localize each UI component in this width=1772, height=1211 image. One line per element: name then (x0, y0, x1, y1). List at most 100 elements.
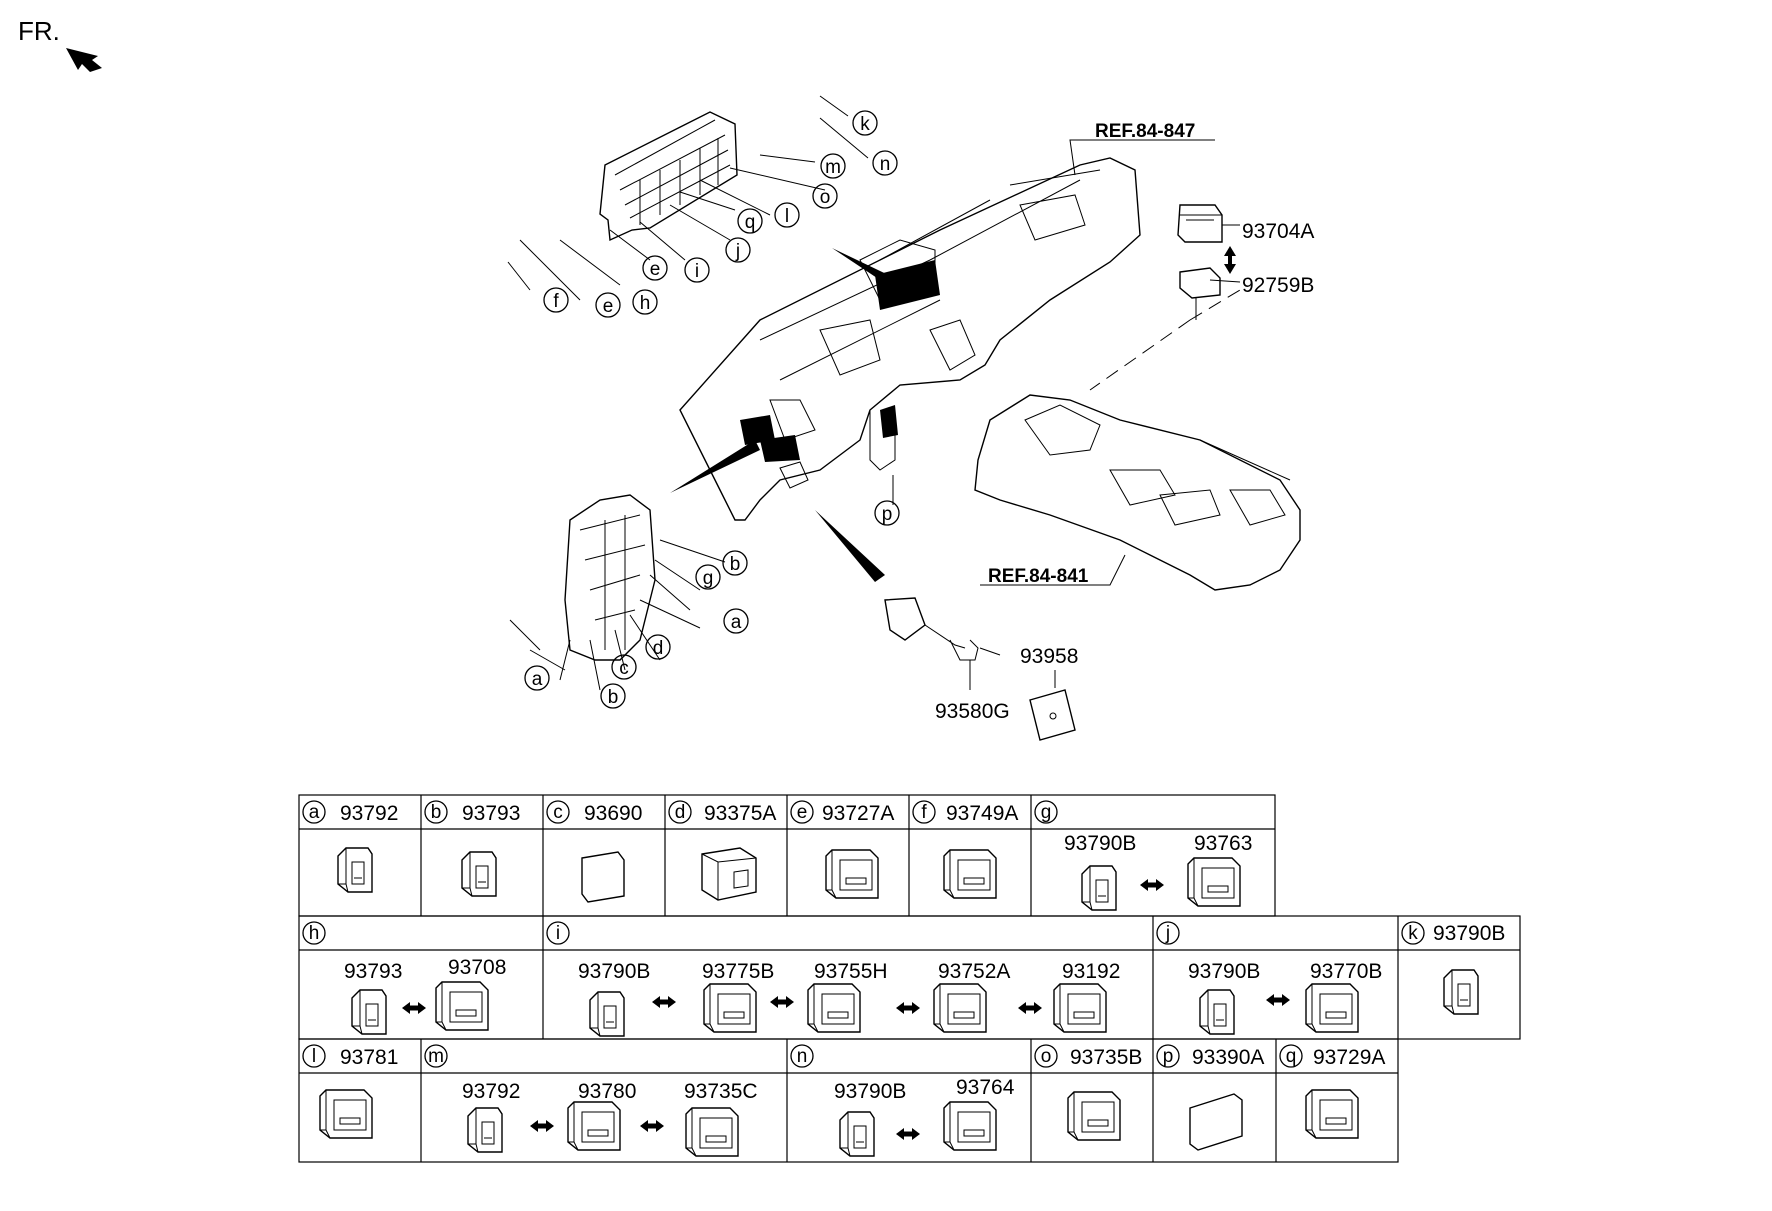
svg-text:j: j (1165, 923, 1170, 944)
svg-text:93790B: 93790B (578, 960, 650, 983)
table-cell-d: d 93375A (668, 800, 776, 901)
svg-text:b: b (730, 554, 741, 575)
svg-text:k: k (860, 114, 870, 135)
svg-text:93790B: 93790B (834, 1080, 906, 1103)
svg-text:h: h (640, 293, 651, 314)
switch-icon (467, 1107, 503, 1153)
svg-text:q: q (745, 212, 756, 233)
switch-icon (435, 981, 489, 1031)
switch-icon (1081, 865, 1117, 911)
table-cell-f: f 93749A (912, 800, 1018, 899)
svg-text:93780: 93780 (578, 1080, 636, 1103)
svg-text:i: i (556, 923, 560, 944)
svg-text:n: n (797, 1046, 808, 1067)
svg-text:o: o (820, 187, 831, 208)
table-cell-j: j 93790B 93770B (1156, 921, 1382, 1035)
switch-icon (943, 1101, 997, 1151)
svg-text:93781: 93781 (340, 1046, 398, 1069)
swap-arrow-icon (896, 1128, 920, 1140)
swap-arrow-icon (402, 1002, 426, 1014)
svg-text:e: e (603, 296, 614, 317)
svg-text:c: c (553, 802, 563, 823)
switch-icon (807, 983, 861, 1033)
svg-text:93735C: 93735C (684, 1080, 758, 1103)
svg-text:93729A: 93729A (1313, 1046, 1385, 1069)
callouts-top: k n m o l q j i e h e f (543, 110, 898, 318)
swap-arrow-icon (1224, 246, 1236, 274)
svg-text:c: c (619, 658, 629, 679)
svg-text:m: m (825, 157, 841, 178)
cover-icon (1189, 1093, 1243, 1151)
svg-text:93792: 93792 (340, 802, 398, 825)
svg-text:p: p (882, 504, 893, 525)
svg-text:q: q (1286, 1046, 1297, 1067)
svg-text:b: b (608, 687, 619, 708)
switch-93704A-illustration (1177, 204, 1240, 243)
svg-text:93793: 93793 (462, 802, 520, 825)
switch-icon (685, 1107, 739, 1157)
svg-text:i: i (695, 261, 699, 282)
switch-icon (1305, 1089, 1359, 1139)
svg-text:93390A: 93390A (1192, 1046, 1264, 1069)
table-cell-n: n 93790B 93764 (790, 1044, 1015, 1157)
svg-text:h: h (309, 923, 320, 944)
svg-text:93790B: 93790B (1188, 960, 1260, 983)
part-label-93580G: 93580G (935, 700, 1010, 723)
orientation-label: FR. (18, 16, 60, 46)
socket-icon (701, 847, 757, 901)
table-cell-p: p 93390A (1156, 1044, 1264, 1151)
svg-text:93375A: 93375A (704, 802, 776, 825)
table-cell-a: a 93792 (302, 800, 398, 893)
dashboard-illustration (670, 157, 1141, 582)
table-cell-k: k 93790B (1401, 921, 1505, 1015)
svg-text:d: d (653, 638, 664, 659)
svg-text:93749A: 93749A (946, 802, 1018, 825)
svg-text:k: k (1408, 923, 1418, 944)
svg-text:93727A: 93727A (822, 802, 894, 825)
swap-arrow-icon (652, 996, 676, 1008)
ref-label-dashboard: REF.84-847 (1095, 121, 1195, 142)
swap-arrow-icon (770, 996, 794, 1008)
switch-icon (825, 849, 879, 899)
svg-text:p: p (1163, 1046, 1174, 1067)
svg-text:93793: 93793 (344, 960, 402, 983)
left-switch-panel-illustration (509, 494, 726, 691)
svg-text:93792: 93792 (462, 1080, 520, 1103)
part-label-92759B: 92759B (1242, 274, 1314, 297)
table-cell-c: c 93690 (546, 800, 642, 903)
switch-icon (1053, 983, 1107, 1033)
hazard-switch-icon (943, 849, 997, 899)
svg-text:a: a (532, 669, 543, 690)
front-arrow-icon (66, 48, 102, 72)
svg-text:j: j (735, 241, 740, 262)
callout-leaders-top (507, 95, 869, 301)
switch-icon (337, 847, 373, 893)
swap-arrow-icon (1266, 994, 1290, 1006)
swap-arrow-icon (1018, 1002, 1042, 1014)
part-label-93958: 93958 (1020, 645, 1078, 668)
table-cell-b: b 93793 (424, 800, 520, 897)
switch-icon (1187, 857, 1241, 907)
switch-icon (567, 1101, 621, 1151)
svg-text:93690: 93690 (584, 802, 642, 825)
svg-text:l: l (312, 1046, 316, 1067)
swap-arrow-icon (896, 1002, 920, 1014)
svg-text:93775B: 93775B (702, 960, 774, 983)
table-cell-h: h 93793 93708 (302, 921, 506, 1035)
center-console-illustration (974, 394, 1301, 591)
table-cell-l: l 93781 (302, 1044, 398, 1139)
switch-icon (1067, 1091, 1121, 1141)
svg-text:b: b (431, 802, 442, 823)
switch-92759B-illustration (1179, 267, 1241, 320)
svg-text:l: l (785, 206, 789, 227)
switch-bracket-illustration (599, 111, 738, 242)
svg-text:o: o (1041, 1046, 1052, 1067)
svg-text:93763: 93763 (1194, 832, 1252, 855)
svg-text:m: m (428, 1046, 444, 1067)
parts-table (298, 794, 1521, 1163)
svg-text:93790B: 93790B (1064, 832, 1136, 855)
svg-text:93735B: 93735B (1070, 1046, 1142, 1069)
svg-text:a: a (731, 612, 742, 633)
svg-text:93770B: 93770B (1310, 960, 1382, 983)
switch-icon (933, 983, 987, 1033)
